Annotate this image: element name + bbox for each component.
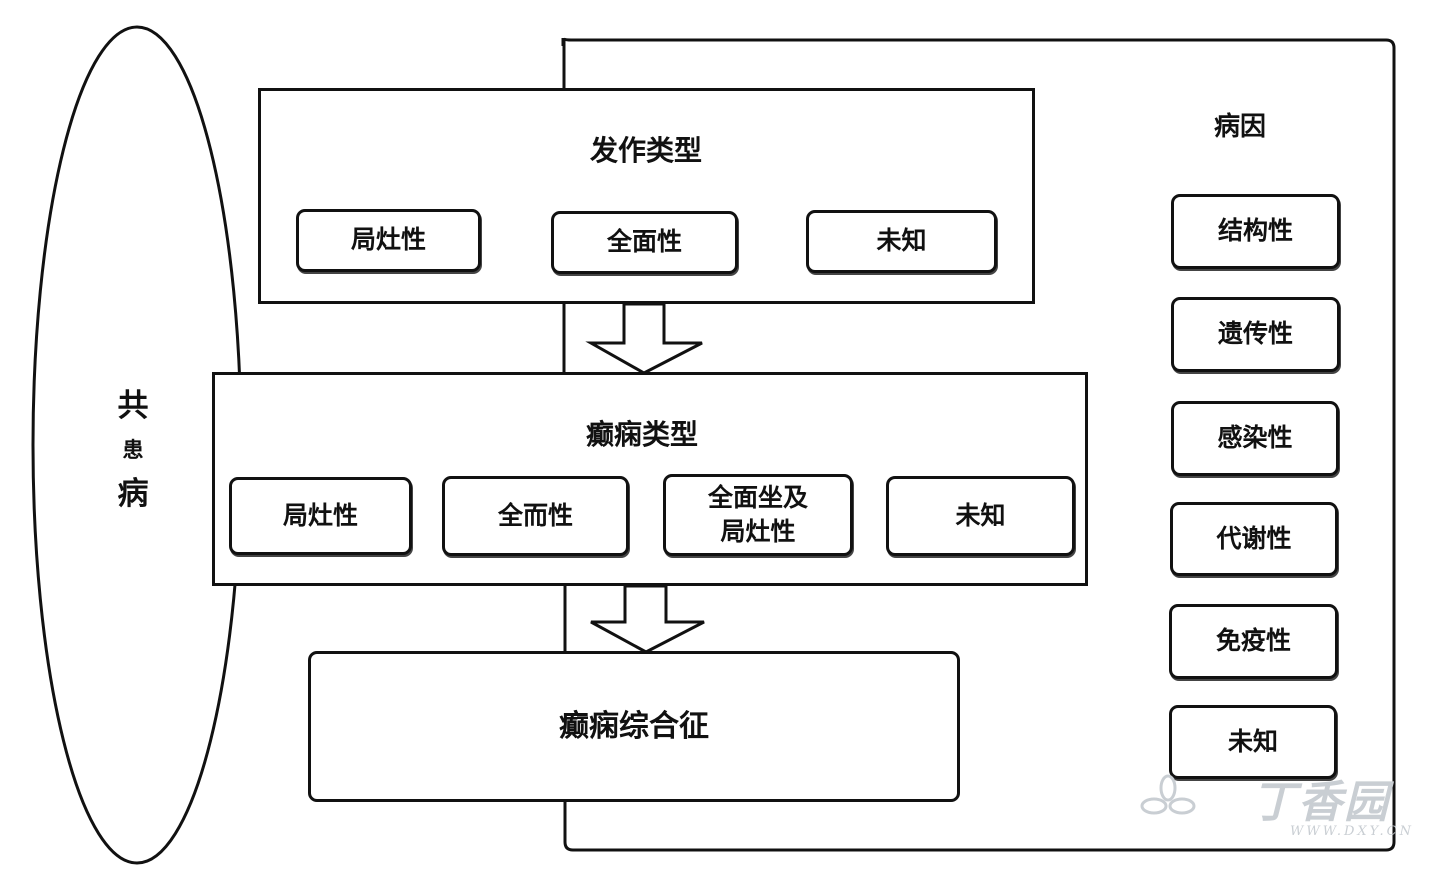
comorbidity-char-3: 病 bbox=[117, 476, 149, 512]
seizure-types-title: 发作类型 bbox=[589, 134, 702, 167]
etiology-unknown: 未知 bbox=[1169, 705, 1337, 779]
arrow-epilepsy-to-syndrome bbox=[590, 584, 705, 654]
etiology-title: 病因 bbox=[1213, 112, 1266, 142]
dxy-watermark: 丁香园 WWW.DXY.CN bbox=[1140, 766, 1430, 856]
etiology-frame bbox=[561, 37, 1396, 852]
etiology-immune: 免疫性 bbox=[1169, 604, 1338, 679]
epilepsy-type-generalized: 全而性 bbox=[442, 476, 629, 556]
watermark-brand: 丁香园 bbox=[1252, 777, 1390, 828]
etiology-metabolic: 代谢性 bbox=[1170, 502, 1338, 576]
comorbidity-char-2: 患 bbox=[122, 438, 144, 462]
epilepsy-type-combined: 全面坐及 局灶性 bbox=[663, 474, 853, 556]
seizure-type-generalized: 全面性 bbox=[551, 211, 738, 274]
epilepsy-type-unknown: 未知 bbox=[886, 476, 1075, 556]
watermark-url: WWW.DXY.CN bbox=[1290, 824, 1414, 839]
seizure-type-unknown: 未知 bbox=[806, 210, 997, 273]
comorbidity-label: 共 患 病 bbox=[100, 382, 166, 518]
epilepsy-type-focal: 局灶性 bbox=[229, 477, 412, 555]
flower-logo-icon bbox=[1140, 774, 1196, 815]
etiology-genetic: 遗传性 bbox=[1171, 297, 1340, 372]
arrow-seizure-to-epilepsy bbox=[585, 302, 703, 375]
etiology-infectious: 感染性 bbox=[1171, 401, 1339, 476]
seizure-type-focal: 局灶性 bbox=[296, 209, 481, 272]
epilepsy-types-title: 癫痫类型 bbox=[585, 418, 698, 451]
etiology-structural: 结构性 bbox=[1171, 194, 1340, 269]
epilepsy-syndrome-box: 癫痫综合征 bbox=[308, 651, 960, 802]
comorbidity-char-1: 共 bbox=[117, 388, 149, 424]
